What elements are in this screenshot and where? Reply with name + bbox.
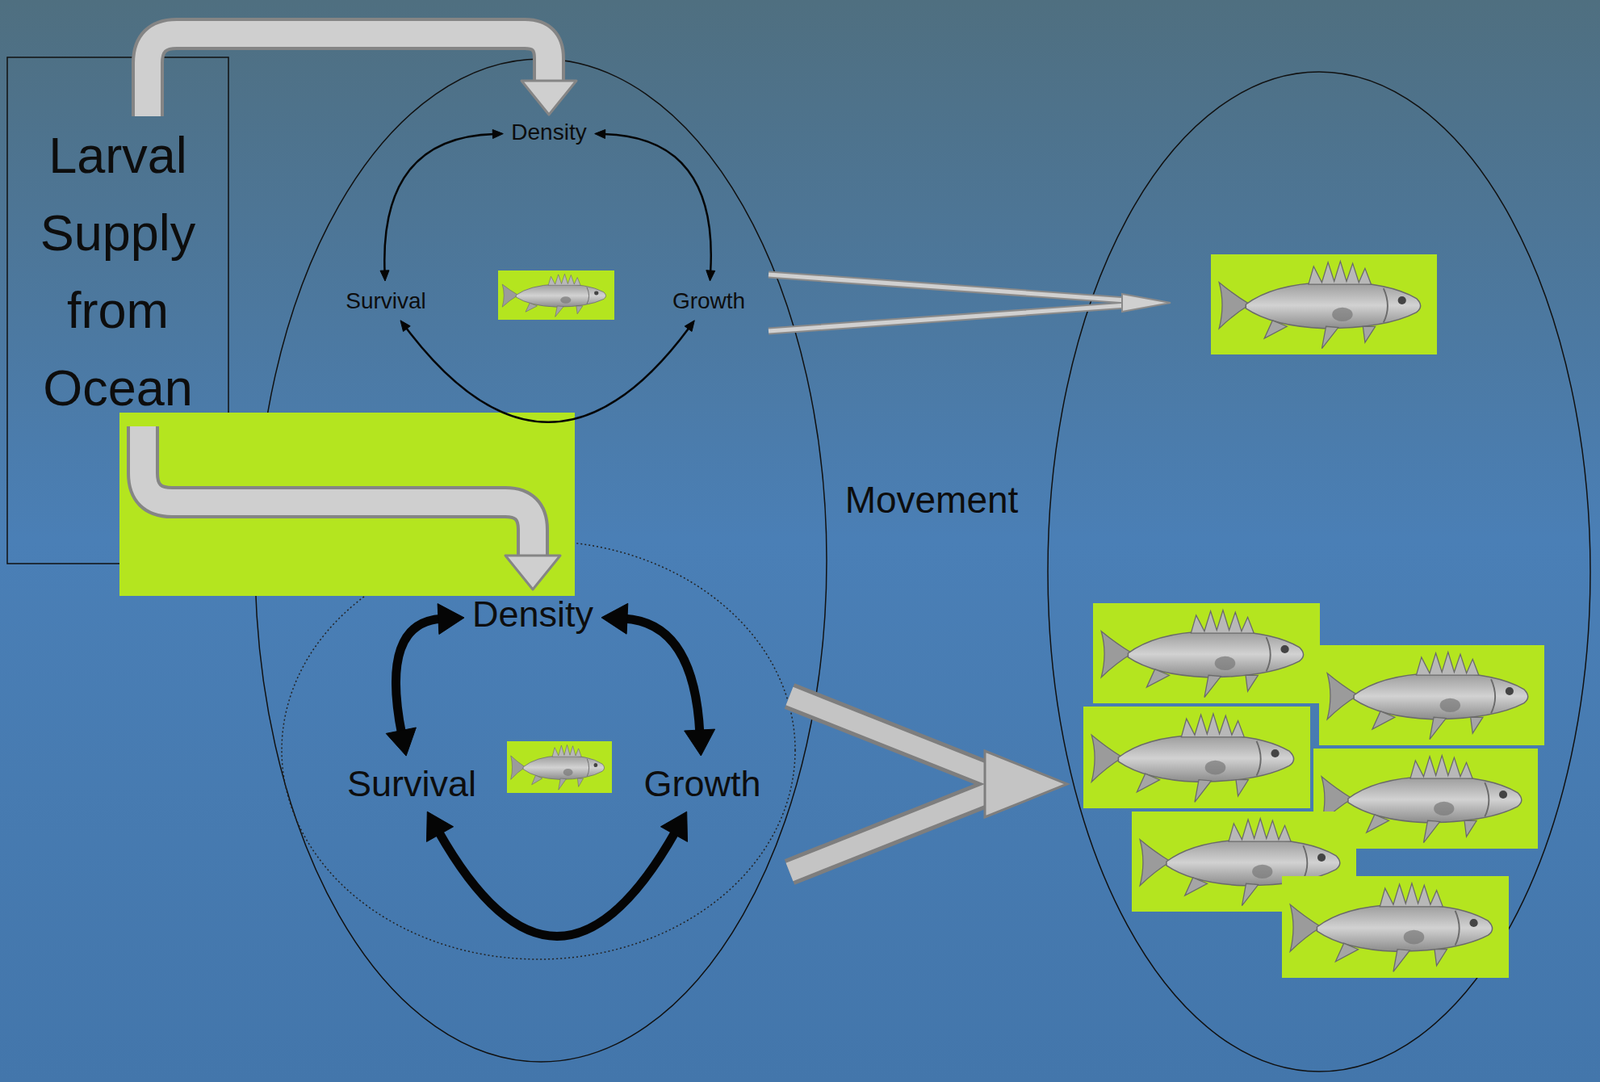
fish-icon: [1319, 645, 1545, 746]
movement-arrow-small: [768, 274, 1171, 331]
node-text: Density: [472, 592, 594, 637]
arrowhead: [380, 270, 390, 281]
cycle-term: Density: [507, 117, 590, 148]
cycle-arrow: [380, 129, 503, 282]
fish-icon: [1083, 706, 1311, 809]
cycle-term: Growth: [640, 760, 764, 808]
highlight-rect: [119, 412, 575, 596]
cycle-term: Survival: [343, 760, 480, 808]
fish-icon: [498, 270, 615, 320]
arrow-shaft: [147, 33, 549, 117]
cycle-term: Density: [469, 590, 597, 638]
cycle-term: Survival: [342, 285, 430, 317]
adult-habitat-ellipse: [1047, 71, 1591, 1072]
arrowhead: [684, 728, 716, 756]
fish-icon: [1281, 875, 1509, 978]
node-text: Larval Supply from Ocean: [12, 116, 224, 427]
node-text: Growth: [672, 287, 746, 315]
dotted-circle: [281, 540, 796, 960]
arrow-shaft: [142, 426, 533, 558]
node-text: Density: [510, 118, 587, 147]
arrow-curve: [623, 618, 700, 734]
cycle-arrow: [594, 129, 716, 282]
movement-label: Movement: [845, 477, 1019, 522]
arrow-curve: [438, 830, 677, 937]
arrowhead: [385, 727, 416, 756]
cycle-arrow: [427, 811, 688, 936]
arrowhead: [660, 811, 687, 842]
node-text: Growth: [643, 762, 761, 806]
arrowhead: [437, 603, 465, 635]
fish-icon: [506, 741, 612, 793]
movement-arrow-large: [789, 695, 1068, 872]
cycle-arrow: [385, 603, 465, 757]
arrow-shaft-outline: [142, 426, 533, 558]
cycle-arrow: [400, 320, 695, 423]
arrowhead: [492, 129, 503, 139]
fish-icon: [1210, 254, 1437, 355]
arrow-shaft-outline: [147, 33, 549, 117]
node-text: Survival: [345, 287, 427, 315]
cycle-term: Growth: [669, 285, 749, 317]
arrowhead: [427, 811, 454, 842]
arrow-curve: [384, 134, 495, 273]
cycle-arrow: [601, 603, 716, 756]
fish-icon: [1093, 603, 1320, 704]
arrow-curve: [395, 618, 442, 734]
arrow-curve: [603, 134, 712, 273]
supply-arrow: [142, 426, 561, 590]
arrowhead: [521, 80, 577, 115]
arrowhead: [601, 603, 629, 634]
arrow-curve: [406, 327, 690, 423]
arrowhead: [400, 320, 411, 332]
arrowhead: [594, 129, 606, 139]
supply-box: Larval Supply from Ocean: [7, 116, 229, 427]
arrowhead: [706, 270, 716, 281]
arrowhead: [684, 320, 695, 332]
node-text: Survival: [347, 762, 477, 806]
arrowhead: [505, 555, 561, 590]
supply-arrow: [147, 33, 577, 117]
